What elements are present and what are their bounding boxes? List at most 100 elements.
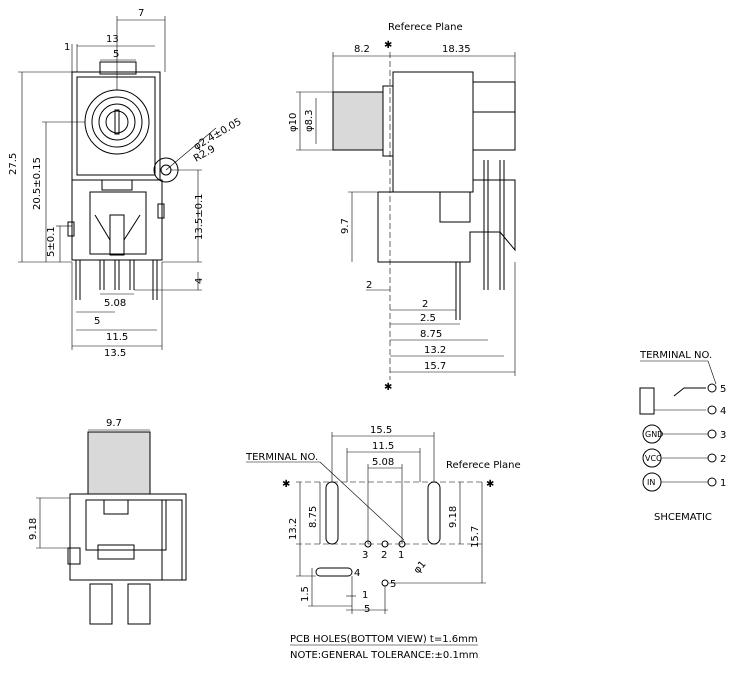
schematic-in-label: IN xyxy=(647,478,655,487)
side-dim-phi8-3: φ8.3 xyxy=(304,110,315,133)
pcb-dim-1: 1 xyxy=(362,590,368,601)
pcb-pin-2: 2 xyxy=(381,550,387,561)
front-port-slot xyxy=(114,109,120,135)
front-view: 7 13 5 1 27.5 20.5±0.15 5±0.1 13.5±0.1 4 xyxy=(8,8,244,359)
schematic-term-3 xyxy=(707,429,717,439)
rear-latch xyxy=(103,499,129,515)
rear-connector xyxy=(97,544,135,560)
pcb-caption: PCB HOLES(BOTTOM VIEW) t=1.6mm xyxy=(290,634,478,645)
dim-1: 1 xyxy=(64,42,70,53)
schematic-receiver-box xyxy=(639,387,655,415)
pcb-hole-2 xyxy=(381,540,389,548)
dim-5: 5 xyxy=(113,49,119,60)
schematic: TERMINAL NO. 5 4 3 2 1 GND VCC IN SHCEMA… xyxy=(639,350,726,523)
rear-inner xyxy=(85,499,167,551)
front-side-tab-left xyxy=(67,221,75,237)
dim-27-5: 27.5 xyxy=(8,153,19,175)
pcb-slot-left xyxy=(325,481,339,545)
side-dim-13-2: 13.2 xyxy=(424,345,446,356)
rear-clip xyxy=(67,547,81,565)
side-plane-label: Referece Plane xyxy=(388,22,463,33)
front-port-mid xyxy=(91,96,143,148)
pcb-dim-15-7: 15.7 xyxy=(470,526,481,548)
pcb-dim-5-08: 5.08 xyxy=(372,457,394,468)
side-dim-2a: 2 xyxy=(366,280,372,291)
pcb-pin-1: 1 xyxy=(398,550,404,561)
dim-11-5: 11.5 xyxy=(106,332,128,343)
schematic-title: TERMINAL NO. xyxy=(639,350,712,361)
side-dim-18-35: 18.35 xyxy=(442,44,471,55)
side-plane-marker: ✱ xyxy=(384,40,392,51)
dim-5-pm: 5±0.1 xyxy=(46,226,57,257)
front-body-inner xyxy=(76,76,156,176)
schematic-pin-5: 5 xyxy=(720,384,726,395)
schematic-pin-4: 4 xyxy=(720,406,726,417)
front-port-inner xyxy=(98,103,136,141)
dim-4: 4 xyxy=(194,278,205,284)
rear-dim-9-18: 9.18 xyxy=(28,518,39,540)
side-barrel xyxy=(332,91,384,151)
pcb-pin-3: 3 xyxy=(362,550,368,561)
pcb-hole-5 xyxy=(381,579,389,587)
pcb-plane-marker-left: ✱ xyxy=(282,479,290,490)
side-flange xyxy=(382,85,394,157)
schematic-caption: SHCEMATIC xyxy=(654,512,712,523)
rear-body xyxy=(69,493,187,581)
front-window xyxy=(89,191,147,255)
side-dim-2-5: 2.5 xyxy=(420,313,436,324)
dim-13-5: 13.5 xyxy=(104,348,126,359)
pcb-slot-right xyxy=(427,481,441,545)
rear-dim-9-7: 9.7 xyxy=(106,418,122,429)
dim-5-08: 5.08 xyxy=(104,298,126,309)
rear-view: 9.7 9.18 xyxy=(28,418,187,625)
schematic-gnd-label: GND xyxy=(645,430,663,439)
schematic-term-1 xyxy=(707,477,717,487)
pcb-view: TERMINAL NO. Referece Plane ✱ ✱ 3 2 1 4 … xyxy=(245,425,521,661)
front-port-core xyxy=(105,110,129,134)
side-step xyxy=(439,192,471,223)
schematic-switch xyxy=(673,387,706,397)
rear-side-block xyxy=(161,499,183,581)
dim-13: 13 xyxy=(106,34,119,45)
schematic-term-2 xyxy=(707,453,717,463)
pcb-pin-4: 4 xyxy=(354,568,360,579)
rear-leg xyxy=(127,583,151,625)
side-view: Referece Plane ✱ ✱ 8.2 18.35 φ10 φ8.3 xyxy=(288,22,516,393)
rear-barrel xyxy=(87,431,151,495)
side-dim-8-75: 8.75 xyxy=(420,329,442,340)
pcb-dim-9-18: 9.18 xyxy=(448,506,459,528)
side-dim-9-7: 9.7 xyxy=(340,218,351,234)
pcb-pin-5: 5 xyxy=(390,579,396,590)
dim-phi-2-4: φ2.4±0.05 xyxy=(192,116,244,152)
dim-20-5: 20.5±0.15 xyxy=(32,157,43,210)
pcb-slot-4 xyxy=(315,567,353,577)
front-guide-right xyxy=(123,214,141,241)
pcb-terminal-label: TERMINAL NO. xyxy=(245,452,318,463)
side-rear-block xyxy=(472,81,516,151)
side-plane-marker-bottom: ✱ xyxy=(384,382,392,393)
front-latch xyxy=(101,179,133,191)
dim-7: 7 xyxy=(138,8,144,19)
front-port-outer xyxy=(84,89,150,155)
pcb-plane-marker-right: ✱ xyxy=(486,479,494,490)
schematic-term-4 xyxy=(707,405,717,415)
side-dim-2b: 2 xyxy=(422,299,428,310)
schematic-vcc-label: VCC xyxy=(645,454,662,463)
schematic-pin-1: 1 xyxy=(720,478,726,489)
front-side-tab xyxy=(157,203,165,219)
schematic-pin-2: 2 xyxy=(720,454,726,465)
pcb-dim-8-75: 8.75 xyxy=(308,506,319,528)
front-top-tab xyxy=(99,61,137,75)
side-lower-housing xyxy=(377,179,516,263)
dim-13-5-pm: 13.5±0.1 xyxy=(194,193,205,240)
pcb-dim-1-5: 1.5 xyxy=(300,586,311,602)
schematic-term-5 xyxy=(707,383,717,393)
side-body xyxy=(392,71,474,193)
tolerance-note: NOTE:GENERAL TOLERANCE:±0.1mm xyxy=(290,650,478,661)
dim-5b: 5 xyxy=(94,316,100,327)
pcb-plane-label: Referece Plane xyxy=(446,460,521,471)
pcb-dim-15-5: 15.5 xyxy=(370,425,392,436)
side-dim-8-2: 8.2 xyxy=(354,44,370,55)
